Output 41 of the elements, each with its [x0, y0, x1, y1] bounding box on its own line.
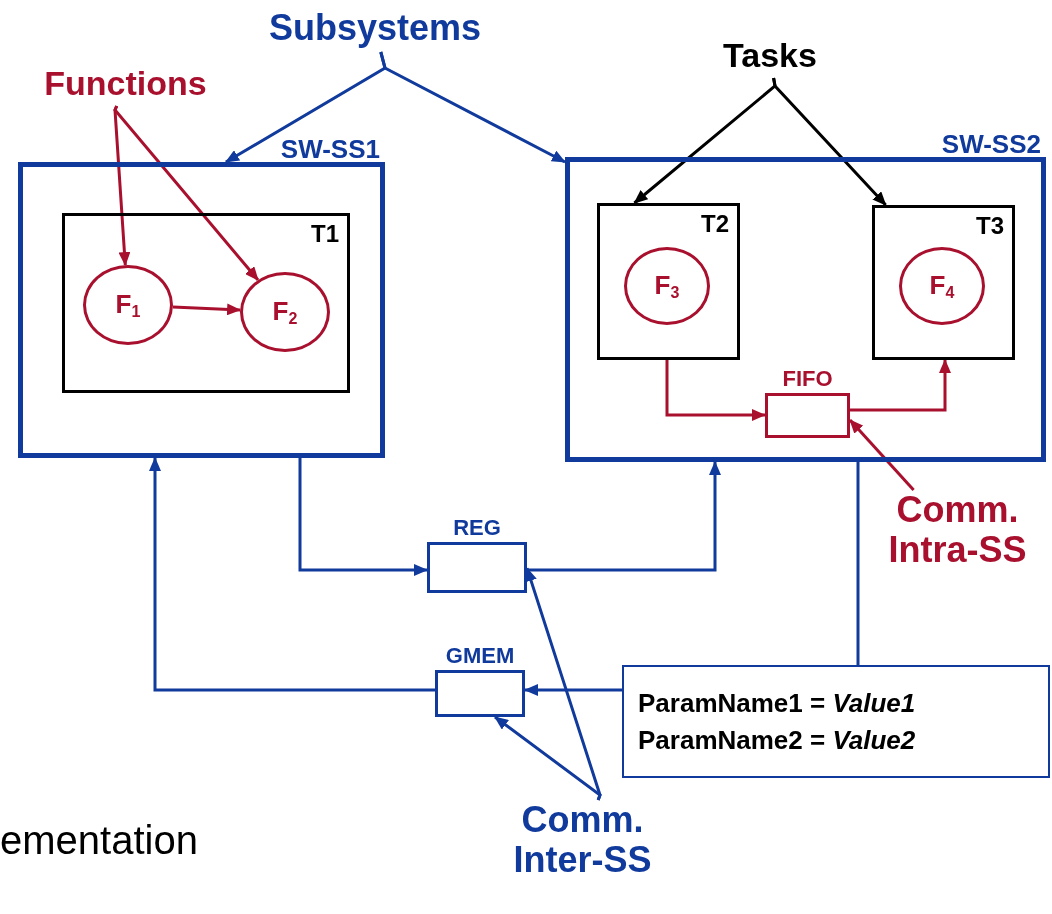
task-box — [62, 213, 350, 393]
function-label: F$_{4}$ — [929, 270, 955, 302]
callout-label: Subsystems — [245, 8, 505, 52]
subsystem-label: SW-SS1 — [280, 134, 380, 165]
arrow — [665, 360, 766, 421]
task-box — [872, 205, 1015, 360]
function-circle — [624, 247, 710, 325]
arrow — [848, 419, 915, 491]
parameter-line: ParamName1 = Value1 — [638, 687, 917, 719]
callout-label: Tasks — [700, 36, 840, 78]
arrow — [772, 77, 887, 207]
arrow — [113, 105, 260, 281]
subsystem-label: SW-SS2 — [941, 129, 1041, 160]
parameter-box — [622, 665, 1050, 778]
buffer-label: GMEM — [445, 643, 515, 669]
function-label: F$_{1}$ — [115, 289, 141, 321]
arrow — [172, 303, 242, 316]
callout-label: Comm. Inter-SS — [490, 800, 675, 886]
function-circle — [899, 247, 985, 325]
callout-label: Functions — [18, 64, 233, 106]
task-label: T1 — [311, 220, 339, 248]
task-label: T2 — [701, 210, 729, 238]
arrow — [850, 359, 951, 412]
buffer-label: FIFO — [782, 366, 833, 392]
function-circle — [240, 272, 330, 352]
arrow — [149, 457, 435, 692]
buffer-label: REG — [453, 515, 501, 541]
callout-label: Comm. Intra-SS — [870, 490, 1045, 580]
connector-line — [856, 462, 860, 665]
parameter-line: ParamName2 = Value2 — [638, 724, 917, 756]
caption-text: ementation — [0, 818, 198, 863]
arrow — [527, 461, 721, 572]
function-circle — [83, 265, 173, 345]
arrow — [524, 684, 622, 696]
function-label: F$_{2}$ — [272, 296, 298, 328]
arrow — [298, 458, 428, 576]
function-label: F$_{3}$ — [654, 270, 680, 302]
task-box — [597, 203, 740, 360]
arrow — [494, 715, 602, 801]
arrow — [379, 51, 566, 164]
task-label: T3 — [976, 212, 1004, 240]
